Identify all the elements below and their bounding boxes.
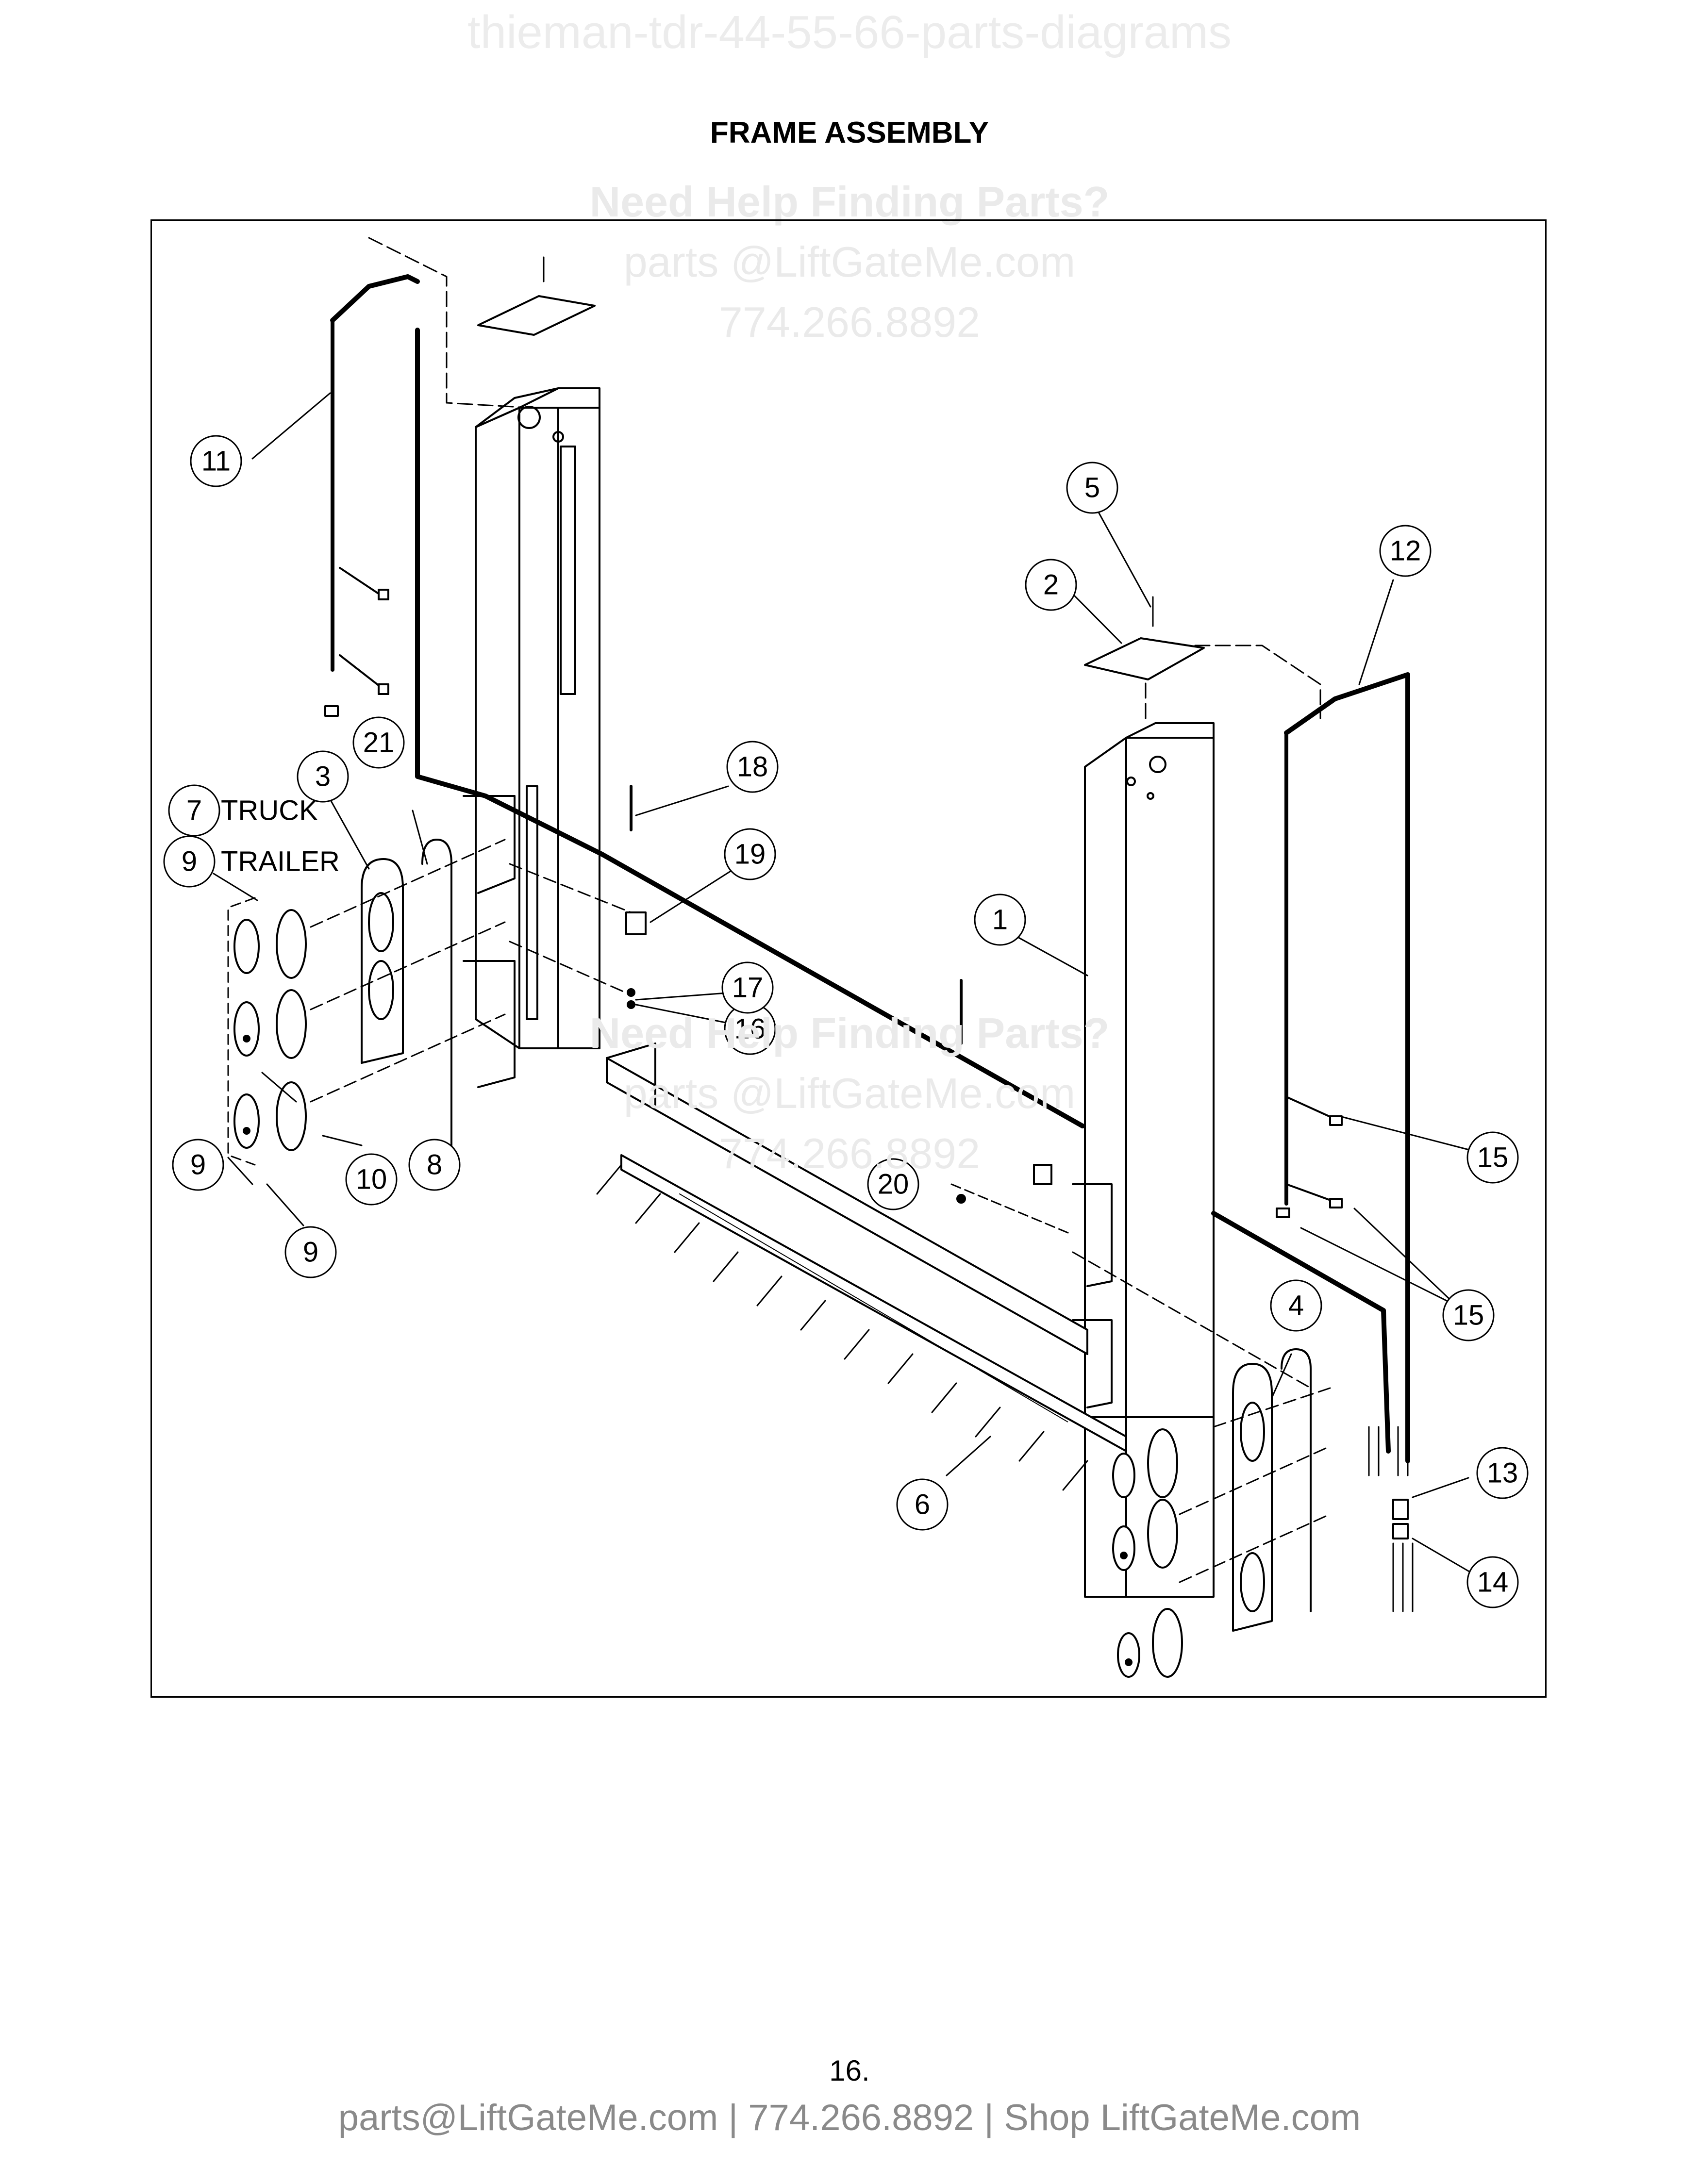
lights-left <box>227 897 307 1166</box>
callout-12: 12 <box>1390 535 1421 567</box>
callout-6-balloon <box>896 1478 949 1531</box>
callout-20-balloon <box>867 1158 919 1210</box>
callout-6: 6 <box>915 1489 930 1521</box>
callout-18: 18 <box>737 751 768 783</box>
callout-15a: 15 <box>1477 1142 1509 1174</box>
callout-11-balloon <box>190 435 242 487</box>
callout-21: 21 <box>363 727 395 759</box>
callout-9c: 9 <box>303 1237 318 1268</box>
callout-9a: 9 <box>182 846 197 877</box>
callout-18-balloon <box>726 741 779 793</box>
callout-15a-balloon <box>1466 1131 1519 1184</box>
callout-9b-balloon <box>172 1139 224 1191</box>
help-watermark-mid-line3: 774.266.8892 <box>718 1129 981 1177</box>
hardware <box>625 785 1069 1234</box>
callout-12-balloon <box>1379 525 1432 577</box>
callout-15b: 15 <box>1453 1300 1484 1331</box>
callout-9a-balloon <box>163 835 216 888</box>
assembly-lines <box>310 839 1331 1583</box>
harness-left <box>324 237 604 857</box>
callout-7-balloon <box>168 784 220 837</box>
diagram-frame <box>150 219 1547 1698</box>
callout-5-balloon <box>1066 462 1118 514</box>
cover-plate-right <box>1084 637 1205 680</box>
callout-19: 19 <box>734 839 766 870</box>
harness-right <box>1145 645 1414 1612</box>
callout-8: 8 <box>427 1149 442 1181</box>
callout-16: 16 <box>734 1013 766 1045</box>
callout-13-balloon <box>1476 1447 1529 1499</box>
leader-lines <box>213 392 1472 1573</box>
callout-8-balloon <box>408 1139 461 1191</box>
callout-14: 14 <box>1477 1567 1509 1598</box>
callout-3-balloon <box>297 750 349 803</box>
callout-2: 2 <box>1043 569 1059 601</box>
callout-1-balloon <box>974 893 1026 946</box>
callout-9c-balloon <box>284 1226 337 1278</box>
callout-19-balloon <box>724 828 776 880</box>
callout-4-balloon <box>1270 1279 1322 1332</box>
help-watermark-middle: Need Help Finding Parts? parts @LiftGate… <box>0 1009 1699 1189</box>
help-watermark-top: Need Help Finding Parts? parts @LiftGate… <box>0 177 1699 358</box>
callout-4: 4 <box>1288 1290 1304 1322</box>
callout-21-balloon <box>352 716 405 769</box>
callout-3: 3 <box>315 761 331 793</box>
harness-lower <box>1211 1211 1391 1454</box>
help-watermark-line3: 774.266.8892 <box>718 298 981 346</box>
callout-17-balloon <box>721 961 774 1014</box>
callout-13: 13 <box>1487 1457 1518 1489</box>
page-number: 16. <box>829 2054 870 2087</box>
callout-2-balloon <box>1025 559 1077 611</box>
help-watermark-mid-line1: Need Help Finding Parts? <box>589 1009 1110 1057</box>
callout-9b: 9 <box>190 1149 206 1181</box>
callout-10: 10 <box>356 1164 387 1195</box>
callout-11: 11 <box>201 446 231 477</box>
callouts <box>163 435 1529 1608</box>
harness-diagonal <box>600 852 1085 1128</box>
watermark-doc-title: thieman-tdr-44-55-66-parts-diagrams <box>467 6 1232 58</box>
left-column <box>475 387 600 1049</box>
label-trailer: TRAILER <box>221 846 340 877</box>
right-column <box>1084 722 1215 1598</box>
page-title: FRAME ASSEMBLY <box>710 116 989 149</box>
callout-17: 17 <box>732 972 764 1004</box>
callout-20: 20 <box>878 1169 909 1200</box>
footer-contact[interactable]: parts@LiftGateMe.com | 774.266.8892 | Sh… <box>338 2097 1361 2138</box>
help-watermark-line1: Need Help Finding Parts? <box>589 178 1110 226</box>
light-bracket-right <box>1072 1183 1312 1632</box>
callout-7: 7 <box>186 795 202 827</box>
lights-right <box>1112 1428 1183 1678</box>
label-truck: TRUCK <box>221 795 318 827</box>
callout-10-balloon <box>345 1153 398 1206</box>
callout-5: 5 <box>1084 472 1100 504</box>
callout-1: 1 <box>992 904 1008 936</box>
callout-14-balloon <box>1466 1556 1519 1608</box>
rivets-row <box>596 1164 1088 1491</box>
help-watermark-mid-line2: parts @LiftGateMe.com <box>623 1069 1076 1117</box>
cover-plate-left <box>477 295 596 336</box>
callout-15b-balloon <box>1442 1289 1495 1341</box>
help-watermark-line2: parts @LiftGateMe.com <box>623 238 1076 286</box>
